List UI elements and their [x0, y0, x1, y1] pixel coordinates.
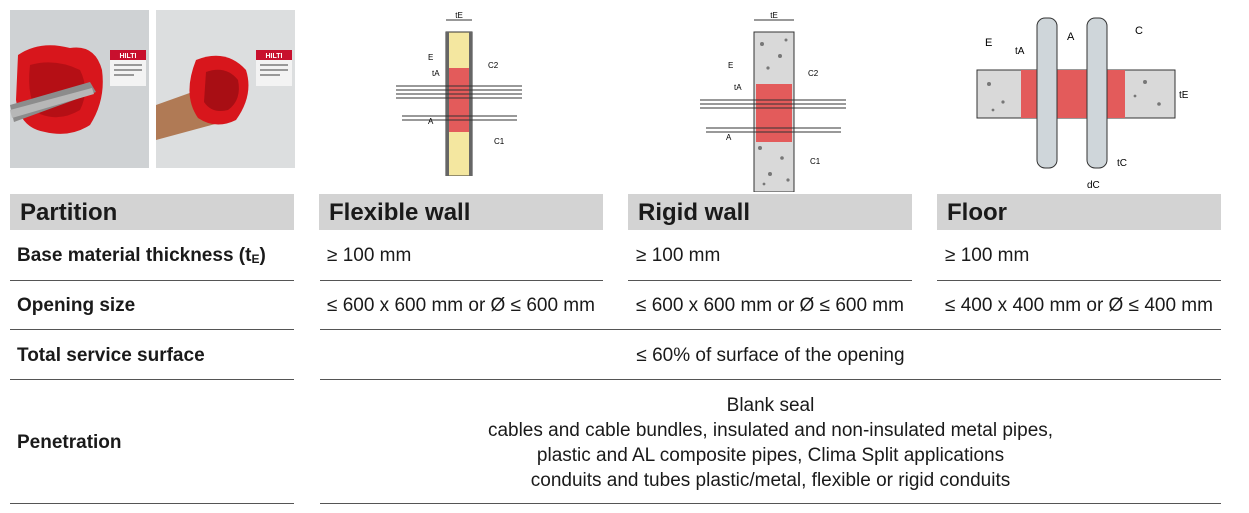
- thickness-label-end: ): [259, 245, 266, 266]
- label-e: E: [728, 61, 733, 70]
- thickness-floor: ≥ 100 mm: [945, 245, 1030, 266]
- label-tc: tC: [1117, 158, 1127, 169]
- row-divider: [10, 379, 294, 380]
- surface-value: ≤ 60% of surface of the opening: [636, 345, 905, 366]
- row-label-penetration: Penetration: [17, 432, 122, 453]
- row-label-surface: Total service surface: [17, 345, 205, 366]
- label-c2: C2: [808, 69, 819, 78]
- hilti-logo-text: HILTI: [266, 53, 283, 60]
- row-divider: [10, 503, 294, 504]
- header-partition: Partition: [10, 194, 294, 230]
- label-ta: tA: [734, 83, 742, 92]
- penetration-line: conduits and tubes plastic/metal, flexib…: [530, 470, 1011, 491]
- header-floor: Floor: [937, 194, 1221, 230]
- row-divider: [320, 503, 1221, 504]
- label-te: tE: [770, 11, 778, 20]
- row-divider: [628, 280, 912, 281]
- diagram-rigid-wall: tE E C2 tA A C1: [696, 8, 851, 192]
- photo-cable-seal: HILTI: [10, 10, 149, 168]
- label-c1: C1: [494, 137, 505, 146]
- row-label-opening: Opening size: [17, 295, 136, 316]
- row-divider: [320, 329, 1221, 330]
- opening-flexible: ≤ 600 x 600 mm or Ø ≤ 600 mm: [327, 295, 595, 316]
- row-divider: [10, 329, 294, 330]
- label-e: E: [428, 53, 433, 62]
- opening-rigid: ≤ 600 x 600 mm or Ø ≤ 600 mm: [636, 295, 904, 316]
- thickness-rigid: ≥ 100 mm: [636, 245, 721, 266]
- photo-pipe-seal: HILTI: [156, 10, 295, 168]
- label-te: tE: [455, 11, 463, 20]
- header-rigid-wall: Rigid wall: [628, 194, 912, 230]
- row-divider: [10, 280, 294, 281]
- label-c1: C1: [810, 157, 821, 166]
- penetration-line: Blank seal: [726, 395, 815, 416]
- hilti-logo-text: HILTI: [120, 53, 137, 60]
- penetration-line: cables and cable bundles, insulated and …: [487, 420, 1054, 441]
- label-ta: tA: [1015, 46, 1025, 57]
- diagram-floor: E tA A C tE tC dC: [975, 14, 1195, 192]
- thickness-label-text: Base material thickness (t: [17, 245, 252, 266]
- penetration-line: plastic and AL composite pipes, Clima Sp…: [536, 445, 1005, 466]
- label-dc: dC: [1087, 180, 1100, 191]
- label-a: A: [428, 117, 434, 126]
- thickness-label-sub: E: [251, 252, 260, 266]
- label-a: A: [1067, 31, 1075, 43]
- row-divider: [937, 280, 1221, 281]
- label-te: tE: [1179, 90, 1189, 101]
- header-flexible-wall: Flexible wall: [319, 194, 603, 230]
- label-c2: C2: [488, 61, 499, 70]
- row-label-thickness: Base material thickness (tE): [17, 245, 266, 267]
- row-divider: [320, 379, 1221, 380]
- label-ta: tA: [432, 69, 440, 78]
- label-e: E: [985, 37, 992, 49]
- thickness-flexible: ≥ 100 mm: [327, 245, 412, 266]
- opening-floor: ≤ 400 x 400 mm or Ø ≤ 400 mm: [945, 295, 1213, 316]
- label-a: A: [726, 133, 732, 142]
- row-divider: [320, 280, 603, 281]
- label-c: C: [1135, 25, 1143, 37]
- diagram-flexible-wall: tE E C2 tA A C1: [392, 8, 527, 176]
- penetration-list: Blank seal cables and cable bundles, ins…: [320, 393, 1221, 493]
